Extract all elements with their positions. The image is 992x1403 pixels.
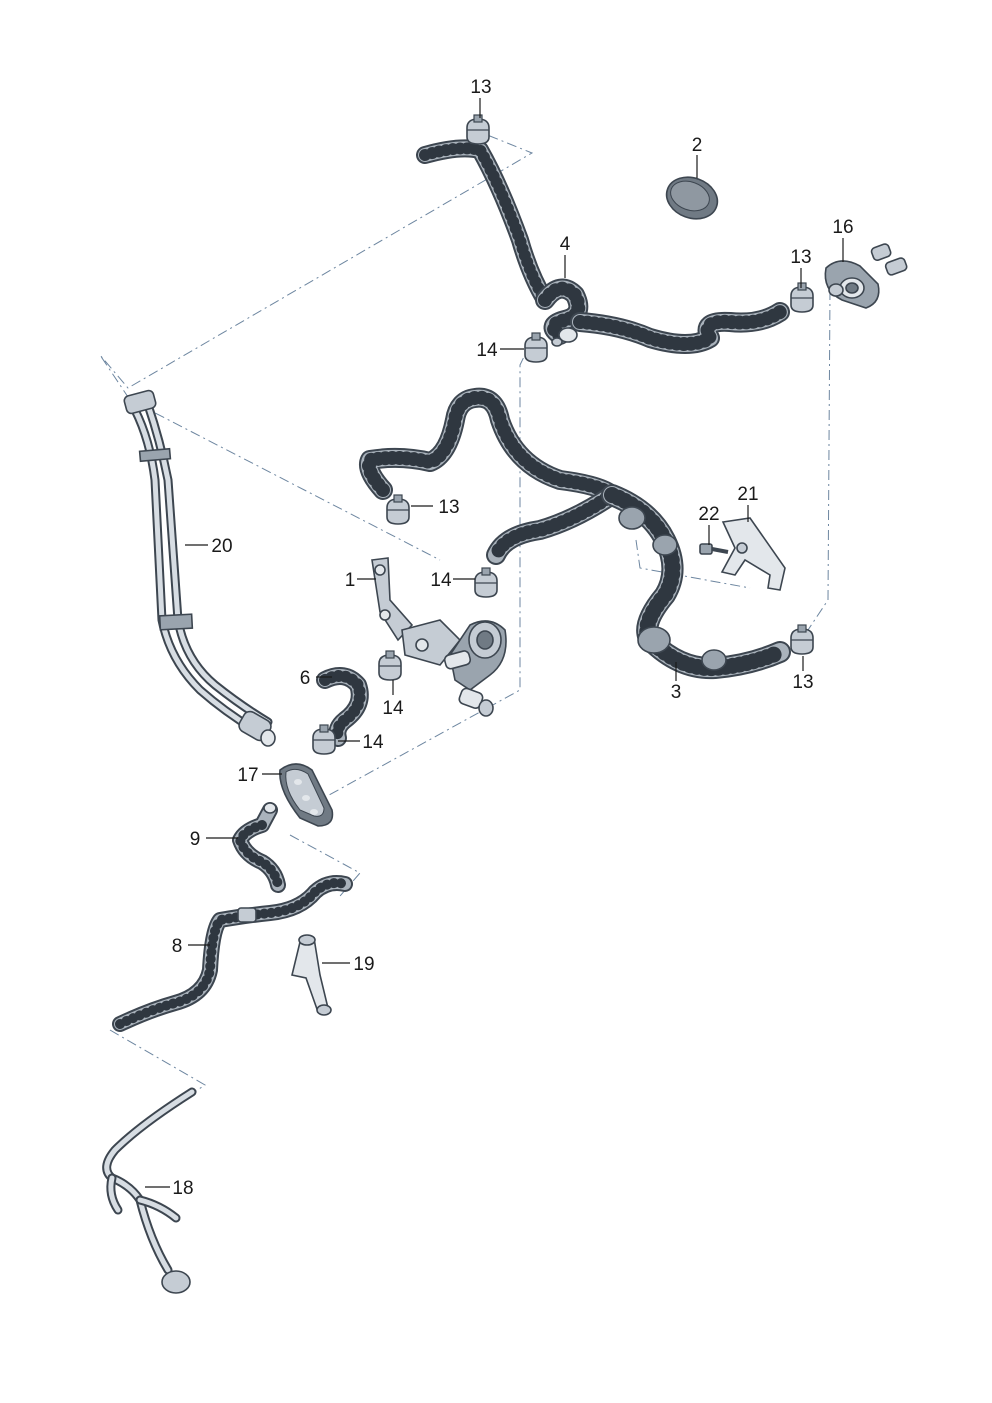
- label-2: 2: [692, 135, 703, 156]
- label-13-right-bottom: 13: [792, 672, 813, 693]
- clamp-13-right-bottom: [790, 624, 814, 655]
- vent-line-18: [102, 1087, 197, 1294]
- label-20: 20: [211, 536, 232, 557]
- label-16: 16: [832, 217, 853, 238]
- label-14-lower: 14: [382, 698, 404, 719]
- label-17: 17: [237, 765, 258, 786]
- pipe-assembly-20: [123, 389, 276, 747]
- flange-16: [824, 243, 908, 309]
- flange-plate-17: [279, 763, 334, 827]
- hose-3: [358, 387, 791, 680]
- hose-6: [316, 667, 369, 747]
- dash-line-6: [109, 1029, 206, 1096]
- label-22: 22: [698, 504, 719, 525]
- label-13-right-top: 13: [790, 247, 811, 268]
- dash-line-5: [289, 834, 361, 897]
- label-1: 1: [345, 570, 356, 591]
- clamp-14-mid: [474, 567, 498, 598]
- label-14-mid: 14: [430, 570, 452, 591]
- grommet-2: [665, 176, 719, 220]
- bolt-22: [699, 543, 729, 555]
- label-9: 9: [190, 829, 201, 850]
- label-13-top: 13: [470, 77, 491, 98]
- label-8: 8: [172, 936, 183, 957]
- leader-lines: [145, 98, 844, 1188]
- dash-line-3: [807, 289, 831, 631]
- clamp-13-top: [466, 114, 490, 145]
- part-labels: 13 2 16 4 13 14 21 22 13 20 1 14 6 14 3 …: [172, 77, 854, 1199]
- label-3: 3: [671, 682, 682, 703]
- bracket-1: [371, 557, 414, 642]
- bracket-21: [720, 517, 786, 591]
- clamp-13-mid: [386, 494, 410, 525]
- label-19: 19: [353, 954, 374, 975]
- hose-8: [112, 875, 353, 1032]
- clamp-14-lower: [378, 650, 402, 681]
- clamp-14-top: [524, 332, 548, 363]
- hose-9: [232, 802, 286, 893]
- connector-19: [291, 934, 332, 1016]
- label-18: 18: [172, 1178, 193, 1199]
- label-13-mid: 13: [438, 497, 459, 518]
- dash-line-1: [99, 127, 534, 561]
- label-14-bottom: 14: [362, 732, 384, 753]
- hose-4: [416, 139, 790, 354]
- label-6: 6: [300, 668, 311, 689]
- label-14-top: 14: [476, 340, 498, 361]
- clamp-13-right-top: [790, 282, 814, 313]
- label-21: 21: [737, 484, 758, 505]
- pump-unit: [401, 619, 507, 717]
- label-4: 4: [560, 234, 571, 255]
- dash-line-4: [635, 539, 751, 589]
